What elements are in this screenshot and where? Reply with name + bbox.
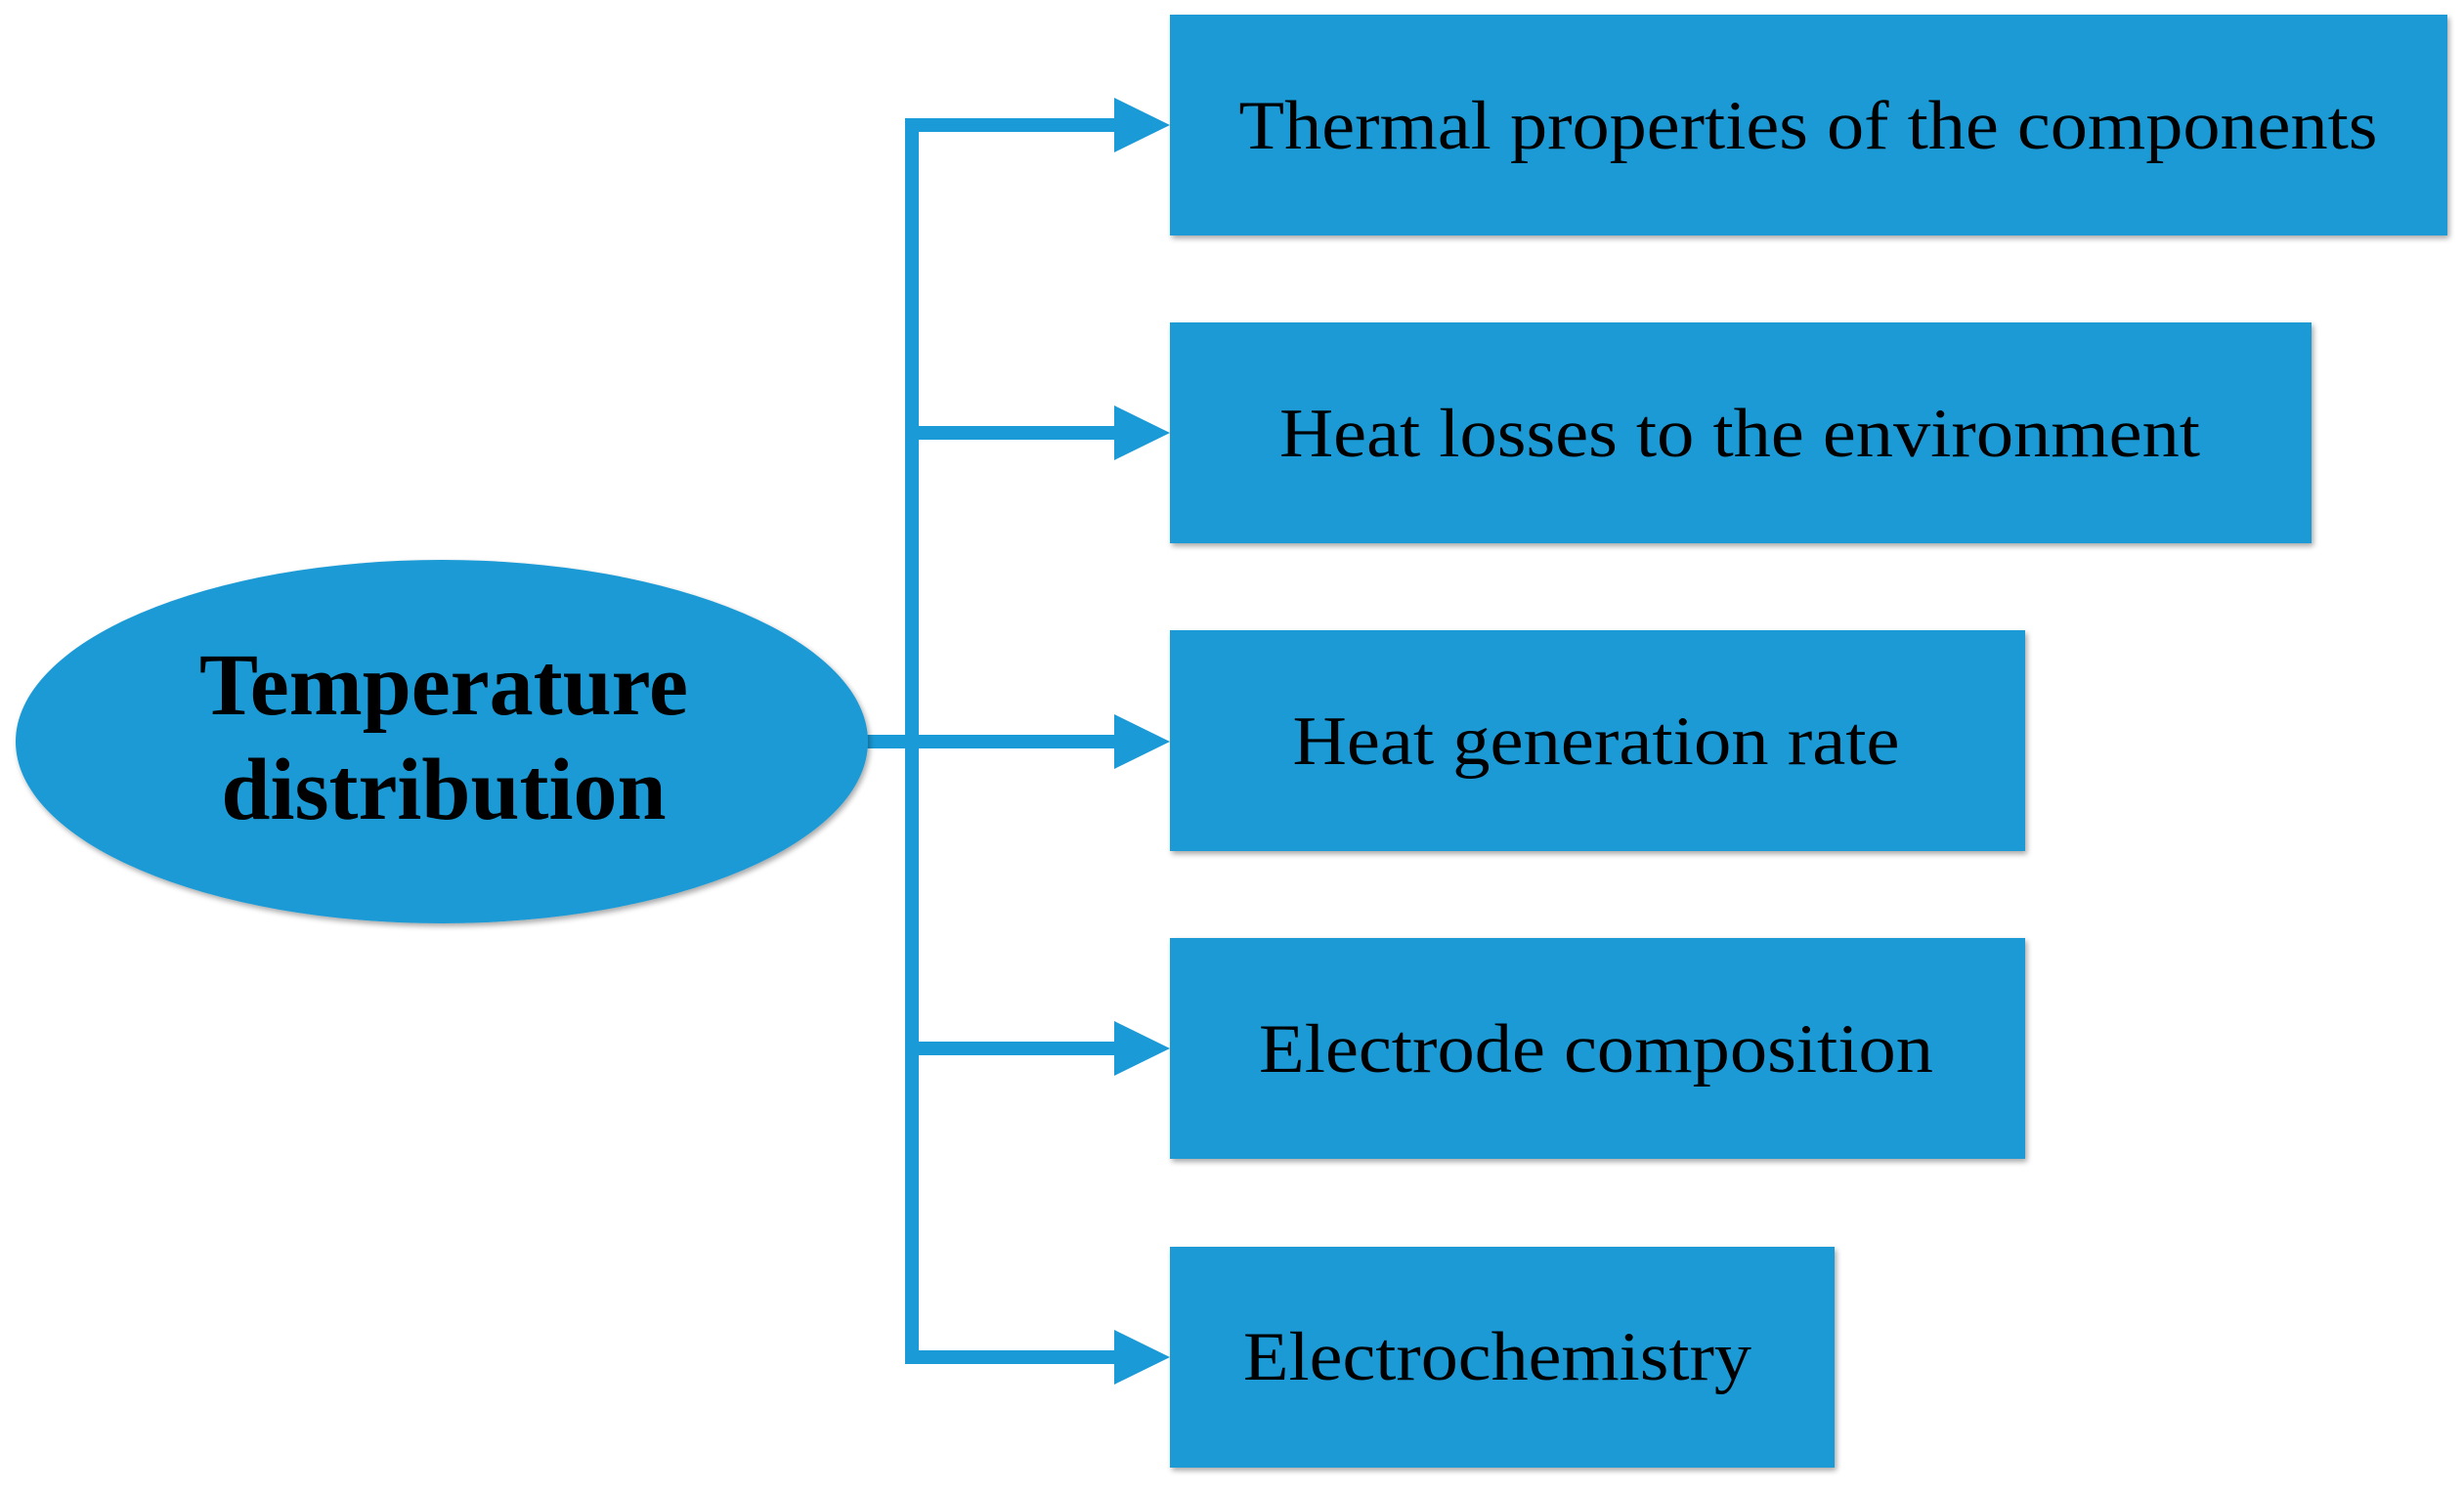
center-label-line-1: Temperature: [199, 637, 688, 734]
factor-box-5-shape: [1170, 1247, 1835, 1468]
factor-box-4-shape: [1170, 938, 2025, 1159]
factor-box-1: Thermal properties of the components: [1170, 15, 2447, 235]
factor-box-5-label: Electrochemistry: [1243, 1319, 1752, 1395]
arrow-head-2: [1114, 405, 1170, 460]
factor-box-2: Heat losses to the environment: [1170, 322, 2312, 543]
factor-box-4-label: Electrode composition: [1259, 1011, 1933, 1088]
factor-box-3: Heat generation rate: [1170, 630, 2025, 851]
factor-box-4: Electrode composition: [1170, 938, 2025, 1159]
arrow-head-5: [1114, 1330, 1170, 1385]
factor-box-5: Electrochemistry: [1170, 1247, 1835, 1468]
factor-box-3-shape: [1170, 630, 2025, 851]
connectors: [865, 98, 1170, 1385]
center-node: Temperature distribution: [16, 560, 868, 923]
arrow-head-3: [1114, 714, 1170, 769]
factor-box-3-label: Heat generation rate: [1293, 704, 1900, 780]
factor-box-1-label: Thermal properties of the components: [1239, 88, 2378, 164]
arrow-head-4: [1114, 1021, 1170, 1076]
center-label-line-2: distribution: [221, 742, 666, 838]
center-ellipse: [16, 560, 868, 923]
factor-box-2-shape: [1170, 322, 2312, 543]
factor-box-1-shape: [1170, 15, 2447, 235]
arrow-head-1: [1114, 98, 1170, 152]
factor-box-2-label: Heat losses to the environment: [1279, 396, 2200, 472]
